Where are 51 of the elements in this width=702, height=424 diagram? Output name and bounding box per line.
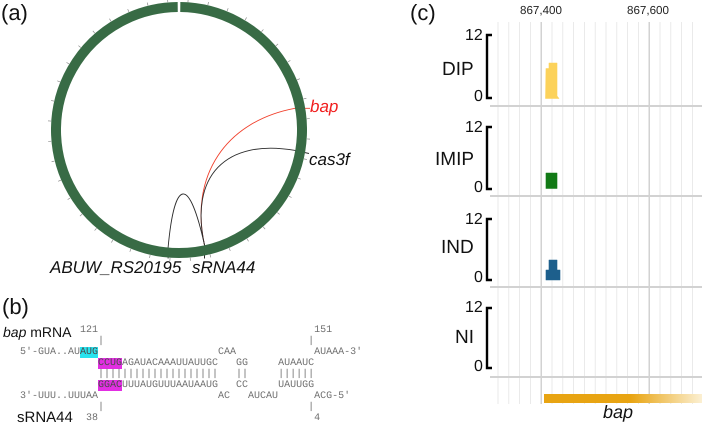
gene-label: cas3f (309, 150, 350, 170)
base-pair-marks: |||||| (278, 368, 314, 380)
sequence-text: 3'-UUU..UUUAA (20, 390, 98, 402)
position-number: 151 (314, 324, 332, 336)
gene-label: bap (603, 403, 634, 423)
panel-label: (b) (2, 295, 29, 320)
scale-label: 0 (474, 88, 483, 106)
scale-label: 12 (465, 211, 483, 229)
axis-tick-label: 867,600 (627, 4, 669, 18)
scale-label: 0 (474, 179, 483, 197)
scale-label: 12 (465, 27, 483, 45)
base-pair-marks: || (236, 368, 248, 380)
sequence-text: CAA (218, 346, 236, 358)
sequence-text: AC (218, 390, 230, 402)
position-number: 121 (80, 324, 98, 336)
scale-label: 0 (474, 358, 483, 376)
track-label: IND (441, 238, 474, 258)
track-label: NI (455, 328, 474, 348)
track-label: DIP (442, 60, 474, 80)
gene-label: bap (310, 98, 338, 116)
position-marker: | (308, 336, 314, 346)
sequence-text: AUAAUC (278, 358, 314, 368)
scale-label: 12 (465, 119, 483, 137)
sequence-text: UUUAUGUUUAAUAAUG (122, 380, 218, 390)
highlighted-sequence: AUG (80, 346, 98, 358)
panel-label: (c) (410, 1, 436, 26)
position-marker: | (98, 336, 104, 346)
strand-label: bap mRNA (3, 324, 72, 340)
position-number: 4 (314, 412, 320, 424)
sequence-text: AUAAA-3' (314, 346, 362, 358)
position-number: 38 (86, 412, 98, 424)
sequence-text: AGAUACAAAUUAUUGC (122, 358, 218, 368)
sequence-text: CC (236, 380, 248, 390)
sequence-text: AUCAU (248, 390, 278, 402)
panel-label: (a) (1, 1, 28, 26)
base-pair-marks: |||||||||||||||||||| (98, 368, 218, 380)
position-marker: | (98, 402, 104, 412)
scale-label: 0 (474, 269, 483, 287)
track-label: IMIP (435, 150, 474, 170)
gene-label: ABUW_RS20195 (50, 258, 182, 278)
sequence-text: UAUUGG (278, 380, 314, 390)
gene-label: sRNA44 (192, 258, 256, 278)
highlighted-sequence: GGAC (98, 380, 122, 390)
axis-tick-label: 867,400 (520, 4, 562, 18)
sequence-text: GG (236, 358, 248, 368)
position-marker: | (308, 402, 314, 412)
strand-label: sRNA44 (17, 410, 73, 424)
highlighted-sequence: CCUG (98, 358, 122, 368)
scale-label: 12 (465, 299, 483, 317)
sequence-text: 5'-GUA..AU (20, 346, 80, 358)
sequence-text: ACG-5' (314, 390, 350, 402)
